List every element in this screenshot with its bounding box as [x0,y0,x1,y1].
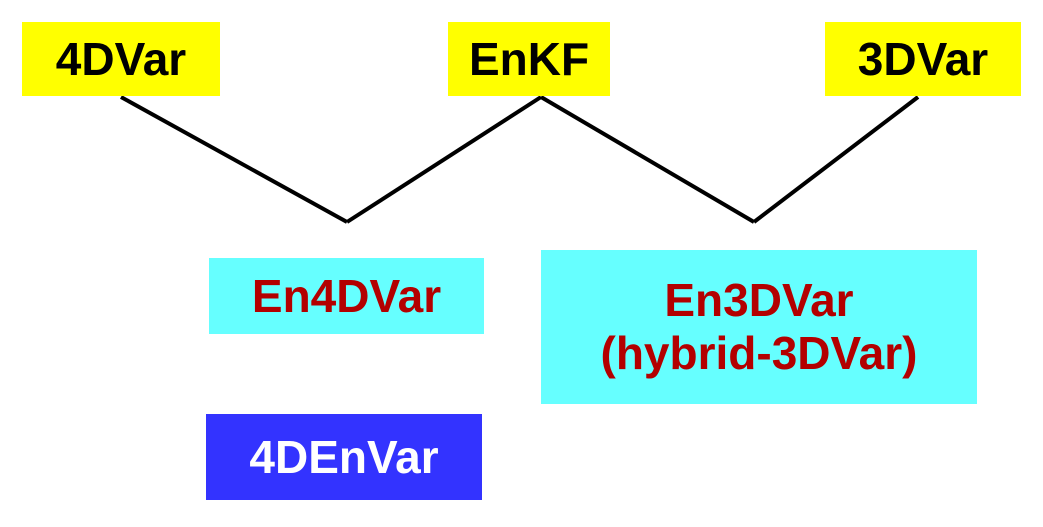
node-4denvar: 4DEnVar [206,414,482,500]
edge-4dvar-en4dvar [120,95,348,224]
edge-3dvar-en3dvar [752,95,920,224]
edge-enkf-en3dvar [539,95,756,224]
node-enkf-label: EnKF [468,32,590,85]
node-4dvar-label: 4DVar [55,32,187,85]
edge-enkf-en4dvar [345,95,543,224]
node-4denvar-label: 4DEnVar [249,430,439,483]
node-en3dvar-label-line1: En3DVar [664,274,854,327]
node-enkf: EnKF [448,22,610,96]
node-en3dvar-label-line2: (hybrid-3DVar) [600,327,918,379]
node-en3dvar: En3DVar (hybrid-3DVar) [541,250,977,404]
node-4dvar: 4DVar [22,22,220,96]
node-3dvar: 3DVar [825,22,1021,96]
node-en4dvar-label: En4DVar [251,269,442,322]
node-en4dvar: En4DVar [209,258,484,334]
node-3dvar-label: 3DVar [857,32,989,85]
